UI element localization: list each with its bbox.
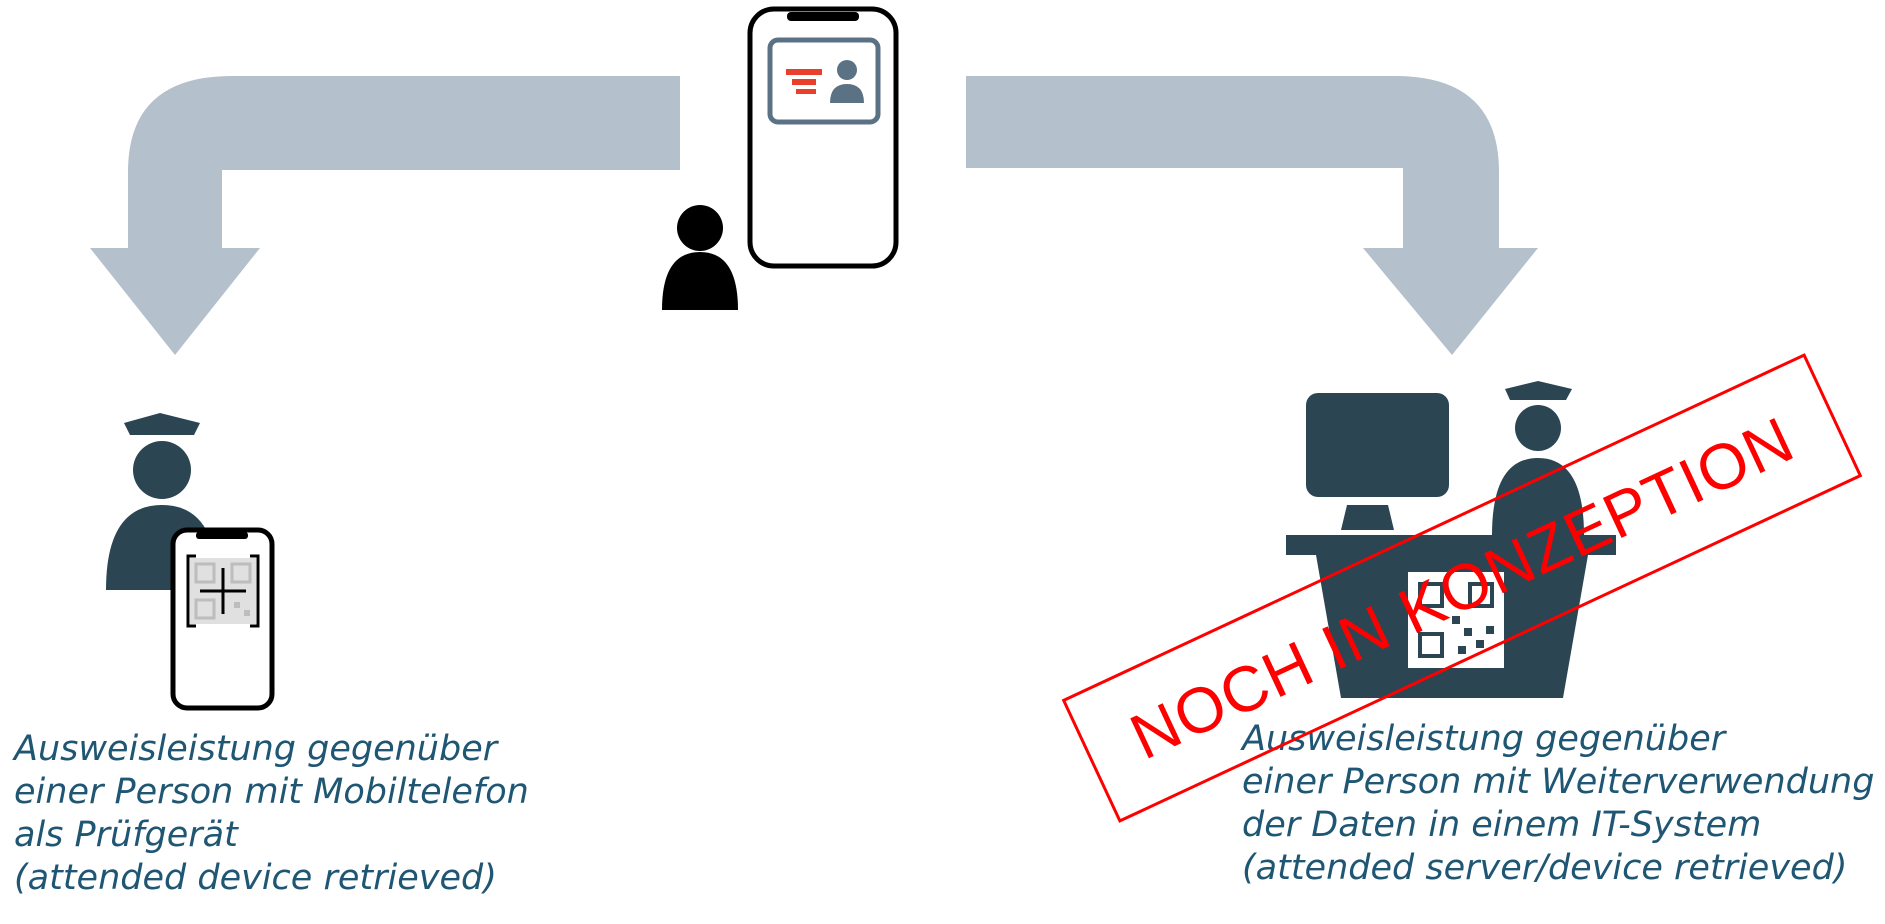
caption-left-line-1: Ausweisleistung gegenüber: [14, 729, 498, 769]
caption-left-line-4: (attended device retrieved): [14, 858, 497, 898]
caption-right-line-3: der Daten in einem IT-System: [1242, 805, 1762, 845]
caption-left-line-3: als Prüfgerät: [14, 815, 238, 855]
qr-code-icon: [1408, 572, 1504, 668]
arrow-left: [90, 76, 680, 355]
caption-left: Ausweisleistung gegenüber einer Person m…: [14, 728, 529, 900]
smartphone-qr-scanner-icon: [170, 527, 275, 711]
caption-right: Ausweisleistung gegenüber einer Person m…: [1242, 718, 1874, 890]
caption-left-line-2: einer Person mit Mobiltelefon: [14, 772, 529, 812]
caption-right-line-1: Ausweisleistung gegenüber: [1242, 719, 1726, 759]
person-icon: [662, 205, 738, 310]
officer-at-desk-with-computer-icon: [1286, 381, 1616, 698]
caption-right-line-4: (attended server/device retrieved): [1242, 848, 1848, 888]
arrow-right: [966, 76, 1538, 355]
smartphone-id-card-icon: [747, 6, 899, 269]
caption-right-line-2: einer Person mit Weiterverwendung: [1242, 762, 1875, 802]
